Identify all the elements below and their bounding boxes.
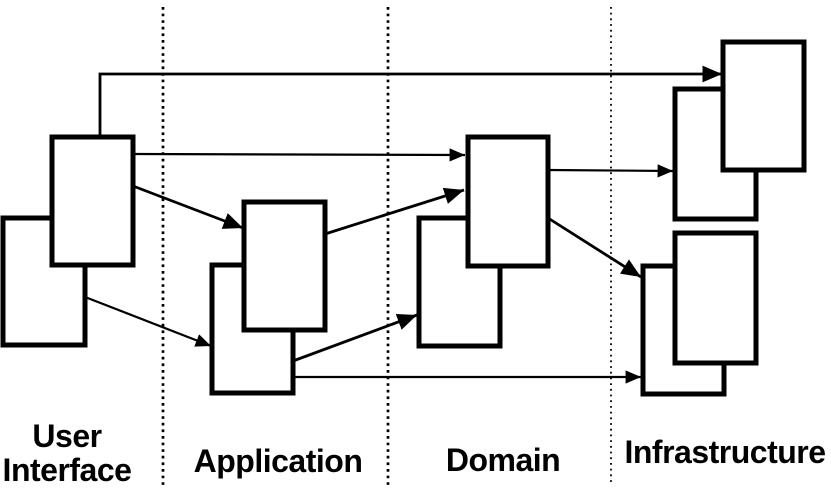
dependency-arrows — [84, 65, 722, 384]
infrastructure-box-top-front — [720, 39, 807, 173]
user-interface-box-front — [49, 134, 136, 268]
arrow-ui-front-to-domain-upper — [132, 148, 466, 162]
component-boxes — [0, 39, 807, 397]
application-box-upper — [241, 199, 328, 333]
arrow-app-lower-to-domain-lower — [292, 313, 418, 363]
domain-box-upper — [465, 134, 551, 269]
layer-separators — [161, 7, 612, 487]
arrow-domain-upper-to-infra-top-back — [547, 164, 674, 178]
infrastructure-box-bottom-front — [672, 230, 759, 366]
arrow-app-upper-to-domain-upper — [324, 187, 465, 236]
arrow-ui-front-to-app-upper — [132, 184, 244, 230]
arrow-domain-upper-to-infra-bottom-back — [547, 216, 642, 279]
user-interface-box-back — [0, 215, 88, 348]
arrow-ui-back-to-app-lower — [84, 295, 212, 348]
arrow-ui-front-to-infra-top-front — [98, 65, 722, 139]
